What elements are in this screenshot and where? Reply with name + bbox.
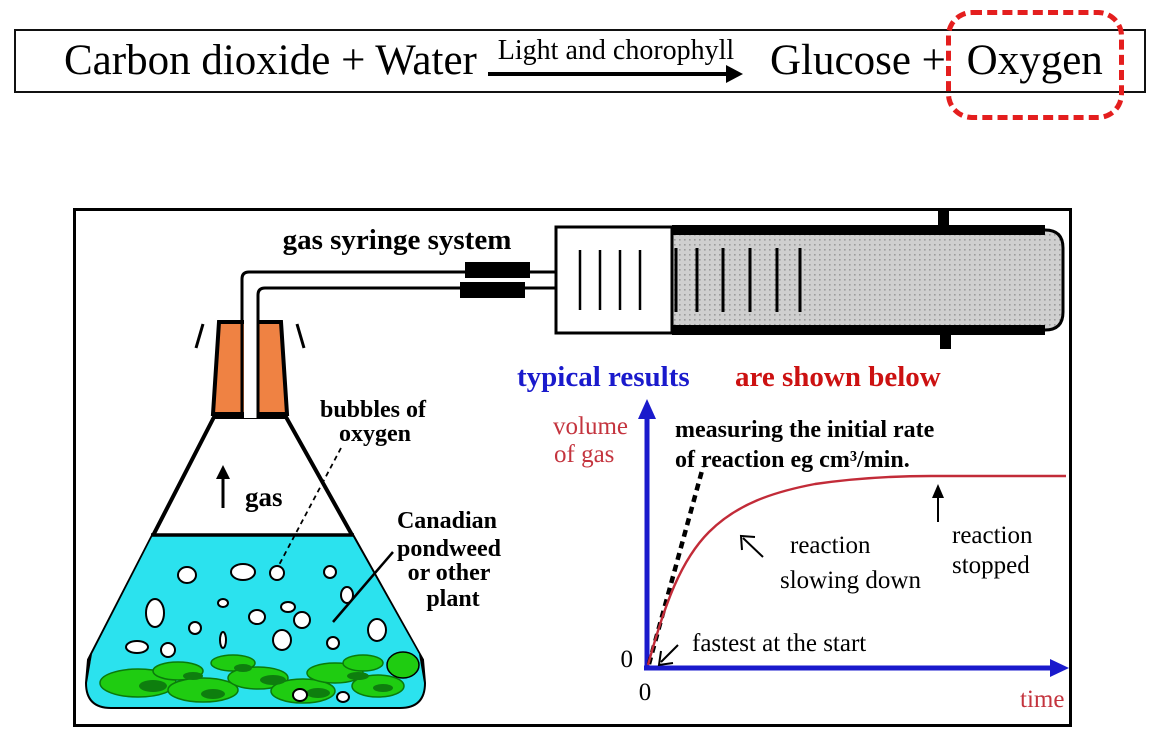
results-heading-red: are shown below bbox=[735, 361, 941, 393]
bubble bbox=[323, 565, 337, 579]
delivery-tube bbox=[240, 270, 556, 418]
bubble bbox=[280, 601, 296, 613]
initial-rate-note-line1: measuring the initial rate bbox=[675, 417, 935, 443]
slowing-note-line1: reaction bbox=[790, 532, 871, 559]
plant-label-line3: or other bbox=[408, 560, 491, 586]
equation-condition-label: Light and chorophyll bbox=[497, 35, 735, 66]
initial-rate-tangent-line bbox=[646, 466, 706, 665]
tube-bore bbox=[244, 318, 257, 418]
stopped-arrowhead-icon bbox=[932, 484, 944, 498]
plant-label-line2: pondweed bbox=[397, 536, 502, 562]
barrel-bottom-edge bbox=[672, 325, 1045, 335]
barrel-flange bbox=[938, 211, 949, 227]
syringe-scale-ticks bbox=[674, 248, 802, 312]
fastest-arrow-icon bbox=[660, 644, 679, 663]
equation-products-lead: Glucose + bbox=[770, 37, 946, 84]
bubbles-label-line1: bubbles of bbox=[320, 397, 427, 423]
plant-label-line1: Canadian bbox=[397, 508, 497, 534]
bubble bbox=[145, 598, 165, 628]
bubble bbox=[292, 688, 308, 702]
bubble bbox=[248, 609, 266, 625]
equation-box: Carbon dioxide + Water Light and choroph… bbox=[14, 29, 1146, 93]
pondweed-blob bbox=[167, 677, 239, 703]
volume-time-curve bbox=[646, 474, 1066, 666]
neck-rim-mark bbox=[194, 323, 205, 349]
x-axis-arrowhead-icon bbox=[1050, 659, 1069, 677]
results-graph: 0 0 time volume of gas measuring the ini… bbox=[553, 399, 1069, 713]
tube-connector bbox=[465, 262, 530, 278]
barrel-top-edge bbox=[672, 225, 1045, 235]
y-axis-label-line1: volume bbox=[553, 413, 628, 440]
bubble bbox=[367, 618, 387, 642]
bubble bbox=[336, 691, 350, 703]
results-heading-blue: typical results bbox=[517, 361, 690, 393]
plant-leader-line bbox=[332, 551, 394, 623]
fastest-note: fastest at the start bbox=[692, 630, 866, 657]
gas-label: gas bbox=[245, 482, 283, 512]
equation-oxygen: Oxygen bbox=[966, 37, 1103, 84]
equation-reactants: Carbon dioxide + Water bbox=[64, 37, 477, 84]
bubble bbox=[326, 636, 340, 650]
slowing-arrow-icon bbox=[742, 537, 764, 558]
origin-x-label: 0 bbox=[639, 679, 652, 706]
tube-connector bbox=[460, 282, 525, 298]
oxygen-bubbles bbox=[125, 563, 387, 703]
oxygen-highlight-ring bbox=[946, 10, 1124, 120]
gas-syringe bbox=[554, 211, 1065, 349]
bubble bbox=[217, 598, 229, 608]
equation-products: Glucose + Oxygen bbox=[770, 31, 1103, 91]
stopped-note-line2: stopped bbox=[952, 552, 1030, 579]
origin-y-label: 0 bbox=[621, 646, 634, 673]
bubble bbox=[219, 631, 227, 649]
bubble bbox=[272, 629, 292, 651]
gas-up-arrowhead-icon bbox=[216, 465, 230, 479]
reaction-arrow-icon bbox=[488, 65, 743, 83]
x-axis-label: time bbox=[1020, 686, 1064, 713]
bubble bbox=[340, 586, 354, 604]
stopped-note-line1: reaction bbox=[952, 522, 1033, 549]
photosynthesis-experiment-diagram: gas bbox=[73, 208, 1072, 727]
barrel-flange bbox=[940, 333, 951, 349]
pondweed-dark-patches bbox=[139, 664, 393, 699]
syringe-plunger bbox=[670, 228, 1065, 332]
slowing-note-line2: slowing down bbox=[780, 567, 921, 594]
bubble bbox=[269, 565, 285, 581]
pondweed-blob bbox=[386, 651, 420, 679]
pondweed-blob bbox=[342, 654, 384, 672]
bubble bbox=[125, 640, 149, 654]
slowing-arrowhead-icon bbox=[739, 534, 756, 551]
bubbles-label-line2: oxygen bbox=[339, 421, 411, 447]
bubble bbox=[230, 563, 256, 581]
y-axis-label-line2: of gas bbox=[554, 441, 614, 468]
bubbles-leader-line bbox=[278, 447, 342, 566]
bubble bbox=[160, 642, 176, 658]
plant-label-line4: plant bbox=[426, 586, 479, 612]
y-axis-arrowhead-icon bbox=[638, 399, 656, 419]
bubble bbox=[293, 611, 311, 629]
fastest-arrowhead-icon bbox=[657, 650, 674, 667]
neck-rim-mark bbox=[295, 323, 306, 349]
syringe-scale-ticks bbox=[578, 250, 642, 310]
stopper bbox=[194, 318, 306, 418]
initial-rate-note-line2: of reaction eg cm³/min. bbox=[675, 447, 910, 473]
conical-flask: gas bbox=[84, 415, 427, 709]
syringe-system-label: gas syringe system bbox=[283, 224, 512, 256]
bubble bbox=[177, 566, 197, 584]
bubble bbox=[188, 621, 202, 635]
